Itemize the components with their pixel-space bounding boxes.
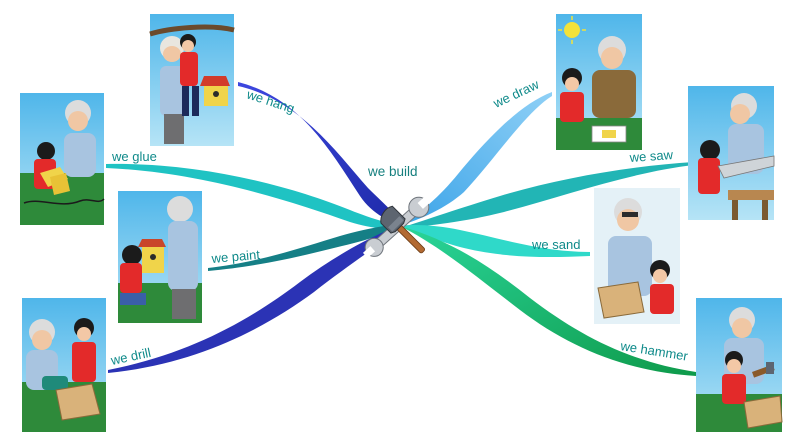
label-hang: we hang: [244, 86, 296, 116]
drawing-plans-picture: [556, 14, 642, 150]
branch-draw: [398, 92, 552, 226]
label-paint: we paint: [210, 247, 261, 266]
painting-birdhouse-picture: [118, 191, 202, 323]
hammer-and-wrench-icon: [362, 196, 431, 259]
branch-glue: [106, 163, 406, 229]
hammering-nails-picture: [696, 298, 783, 432]
gluing-birdhouse-picture: [20, 93, 105, 225]
branch-hang: [238, 82, 404, 226]
label-sand: we sand: [531, 237, 580, 252]
branch-hammer: [400, 226, 696, 376]
branch-paint: [208, 224, 406, 271]
branch-drill: [108, 224, 404, 373]
sanding-wood-picture: [594, 188, 680, 324]
branch-sand: [398, 225, 590, 258]
birdhouse-hanging-picture: [149, 14, 235, 146]
sawing-wood-picture: [688, 86, 775, 220]
branches: [106, 82, 696, 376]
label-glue: we glue: [111, 149, 157, 164]
center-label: we build: [367, 164, 418, 179]
label-saw: we saw: [628, 147, 674, 165]
drilling-wood-picture: [22, 298, 106, 432]
branch-saw: [400, 162, 694, 228]
